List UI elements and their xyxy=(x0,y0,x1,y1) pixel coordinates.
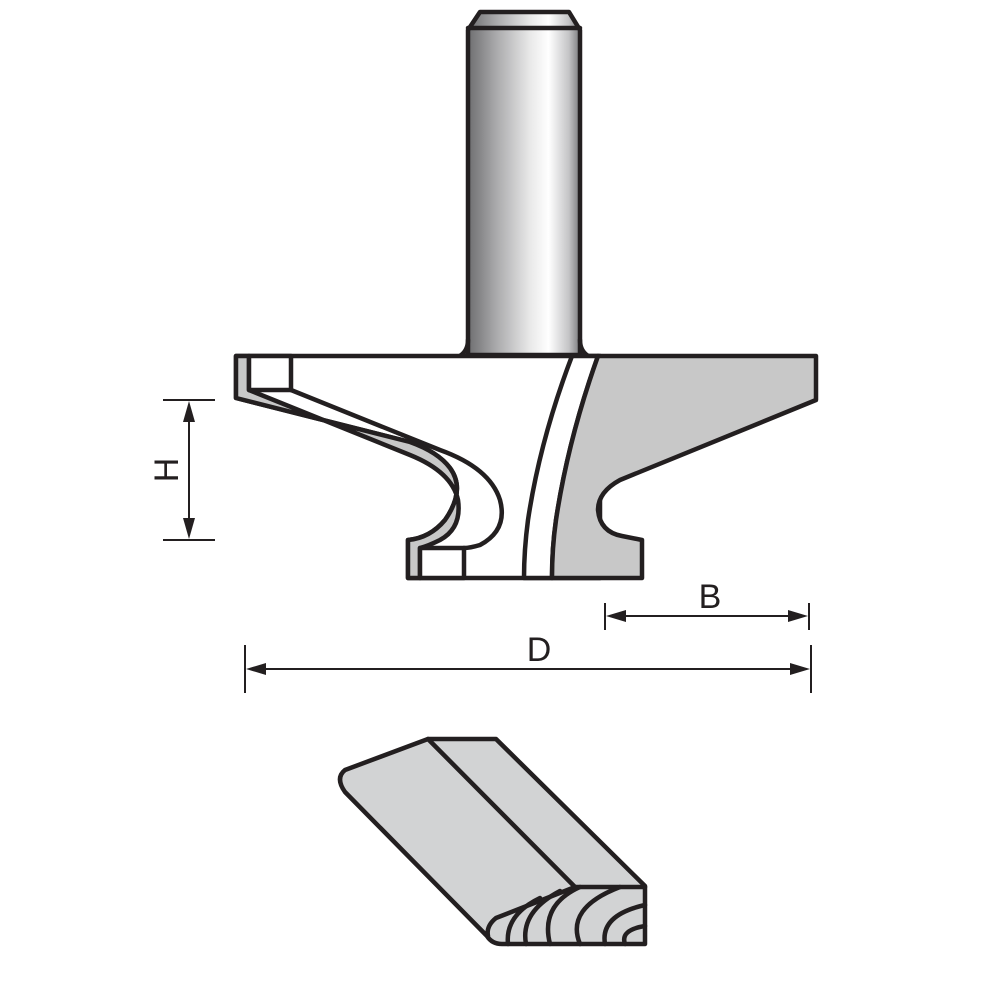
label-b: B xyxy=(699,578,722,616)
dimension-b: B xyxy=(604,578,810,630)
shank xyxy=(455,9,593,360)
label-d: D xyxy=(527,631,552,669)
label-h: H xyxy=(148,458,186,483)
cutter-body xyxy=(233,353,819,581)
end-grain xyxy=(505,884,648,947)
dimension-h: H xyxy=(148,399,215,541)
workpiece xyxy=(337,736,648,947)
profile-section-right xyxy=(549,353,819,581)
dimension-d: D xyxy=(244,631,812,693)
